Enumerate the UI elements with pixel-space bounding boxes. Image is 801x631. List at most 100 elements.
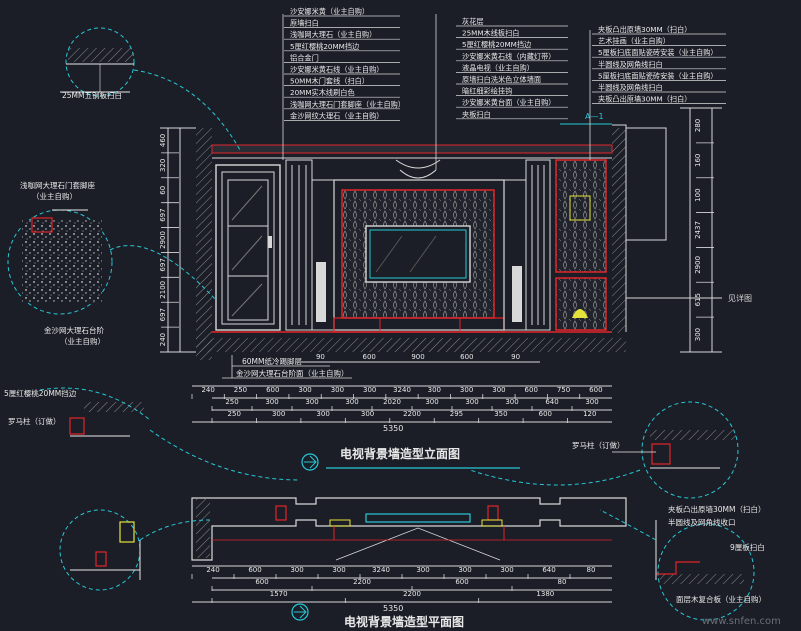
plan-dim-label: 300 bbox=[416, 566, 429, 574]
dim-label: 240 bbox=[201, 386, 214, 394]
right-art-panel bbox=[555, 159, 607, 273]
dim-label: 350 bbox=[494, 410, 507, 418]
plan-dim-label: 600 bbox=[248, 566, 261, 574]
title-marker-icon bbox=[301, 453, 319, 471]
detail-mid-left: 浅咖网大理石门套脚座 （业主自购） 金沙网大理石台阶 （业主自购） bbox=[7, 180, 217, 346]
top-dim-label: 90 bbox=[316, 353, 325, 361]
elevation-title: 电视背景墙造型立面图 bbox=[340, 446, 460, 461]
detail-top-left: 25MM五钢板扫白 bbox=[60, 27, 241, 151]
callout-item: 5厘板扫底面贴瓷砖安装（业主自购） bbox=[598, 71, 718, 80]
dim-label: 300 bbox=[460, 386, 473, 394]
detail-mid-left-bottom-sub: （业主自购） bbox=[60, 336, 105, 346]
dim-label: 750 bbox=[557, 386, 570, 394]
plan-dim-label: 300 bbox=[332, 566, 345, 574]
section-label: A—1 bbox=[585, 112, 604, 121]
plan-dim-label: 600 bbox=[455, 578, 468, 586]
callout-item: 夹板凸出原墙30MM（扫白） bbox=[598, 25, 691, 34]
right-speaker bbox=[512, 266, 522, 322]
tv-screen bbox=[365, 225, 471, 283]
plan-note-3: 9厘板扫白 bbox=[730, 542, 765, 552]
dim-label: 3240 bbox=[393, 386, 411, 394]
plan-title: 电视背景墙造型平面图 bbox=[344, 614, 464, 629]
callout-item: 金沙网纹大理石（业主自购） bbox=[290, 111, 383, 120]
dim-label: 300 bbox=[316, 410, 329, 418]
callout-item: 原墙扫白洗米色立体墙面 bbox=[462, 75, 541, 84]
plan-dim-label: 3240 bbox=[372, 566, 390, 574]
callout-item: 半圆线及网角线扫白 bbox=[598, 83, 663, 92]
detail-mid-left-bottom: 金沙网大理石台阶 bbox=[44, 325, 104, 335]
dim-label: 300 bbox=[361, 410, 374, 418]
elevation-total-dim: 5350 bbox=[383, 424, 403, 433]
dim-label: 300 bbox=[305, 398, 318, 406]
plan-dim-label: 600 bbox=[255, 578, 268, 586]
plan-dim-label: 300 bbox=[290, 566, 303, 574]
callout-item: 原墙扫白 bbox=[290, 19, 319, 28]
top-dim-label: 600 bbox=[460, 353, 473, 361]
plan-dim-label: 300 bbox=[458, 566, 471, 574]
dim-label: 2200 bbox=[403, 410, 421, 418]
top-dim-label: 600 bbox=[363, 353, 376, 361]
dim-label: 300 bbox=[425, 398, 438, 406]
vertical-dim-label: 2437 bbox=[694, 221, 702, 239]
door-leaf bbox=[221, 171, 275, 325]
callout-item: 沙安娜米黄石线（业主自购） bbox=[290, 65, 383, 74]
vertical-dim-label: 300 bbox=[694, 328, 702, 341]
dim-label: 120 bbox=[583, 410, 596, 418]
callout-item: 夹板凸出原墙30MM（扫白） bbox=[598, 95, 691, 104]
top-dim-label: 900 bbox=[411, 353, 424, 361]
callout-item: 25MM木线板扫白 bbox=[462, 29, 520, 38]
detail-right: 罗马柱（订做） bbox=[469, 401, 739, 499]
bottom-callout-1: 60MM纸冷踢脚层 bbox=[242, 356, 302, 366]
callout-item: 暗红细彩绘挂钩 bbox=[462, 87, 512, 96]
callout-item: 沙安娜米黄台面（业主自购） bbox=[462, 98, 555, 107]
dim-label: 600 bbox=[266, 386, 279, 394]
plan-dim-label: 240 bbox=[206, 566, 219, 574]
detail-low-left-note2: 罗马柱（订做） bbox=[8, 416, 61, 426]
plan-title-block: 电视背景墙造型平面图 bbox=[291, 603, 464, 629]
vertical-dim-label: 240 bbox=[159, 333, 167, 346]
plan-dim-label: 2200 bbox=[403, 590, 421, 598]
plan-note-4: 面层木复合板（业主自购） bbox=[676, 594, 766, 604]
floor-hatch bbox=[196, 338, 626, 352]
plan-outline bbox=[191, 497, 627, 561]
callout-item: 灰花层 bbox=[462, 17, 484, 26]
detail-low-left-note: 5厘红樱桃20MM挡边 bbox=[4, 388, 77, 398]
dim-label: 250 bbox=[228, 410, 241, 418]
right-column bbox=[525, 159, 551, 331]
callout-item: 5厘红樱桃20MM挡边 bbox=[290, 42, 359, 51]
dim-label: 2020 bbox=[383, 398, 401, 406]
callout-item: 艺术挂画（业主自购） bbox=[598, 37, 670, 46]
dim-label: 600 bbox=[539, 410, 552, 418]
vertical-dim-label: 2900 bbox=[159, 231, 167, 249]
elevation-dimensions bbox=[192, 361, 612, 423]
vertical-dim-label: 697 bbox=[159, 208, 167, 221]
top-dim-label: 90 bbox=[511, 353, 520, 361]
plan-dim-label: 80 bbox=[558, 578, 567, 586]
vertical-dim-label: 320 bbox=[159, 159, 167, 172]
right-callout-list: 夹板凸出原墙30MM（扫白） 艺术挂画（业主自购） 5厘板扫底面贴瓷砖安装（业主自购… bbox=[592, 25, 726, 104]
plan-total-dim: 5350 bbox=[383, 604, 403, 613]
callout-item: 沙安娜米黄（业主自购） bbox=[290, 7, 369, 16]
vertical-dim-label: 160 bbox=[694, 154, 702, 167]
callout-item: 液晶电视（业主自购） bbox=[462, 63, 534, 72]
callout-item: 5厘红樱桃20MM挡边 bbox=[462, 40, 531, 49]
dim-label: 600 bbox=[589, 386, 602, 394]
vertical-dim-label: 615 bbox=[694, 293, 702, 306]
detail-plan-right: 夹板凸出原墙30MM（扫白） 半圆线及网角线收口 9厘板扫白 面层木复合板（业主… bbox=[599, 504, 766, 621]
elevation-title-block: 电视背景墙造型立面图 bbox=[301, 446, 520, 471]
plan-dim-label: 2200 bbox=[353, 578, 371, 586]
middle-callout-list: 灰花层25MM木线板扫白5厘红樱桃20MM挡边沙安娜米黄石线（内藏灯带）液晶电视… bbox=[456, 17, 568, 120]
plan-drawing bbox=[191, 497, 627, 561]
plan-dim-label: 1380 bbox=[536, 590, 554, 598]
plan-title-marker-icon bbox=[291, 603, 309, 621]
callout-item: 铝合金门 bbox=[290, 53, 319, 62]
left-speaker bbox=[316, 262, 326, 322]
callout-item: 20MM实木线刷白色 bbox=[290, 88, 355, 97]
dim-label: 300 bbox=[345, 398, 358, 406]
right-wall-hatch bbox=[612, 128, 626, 333]
